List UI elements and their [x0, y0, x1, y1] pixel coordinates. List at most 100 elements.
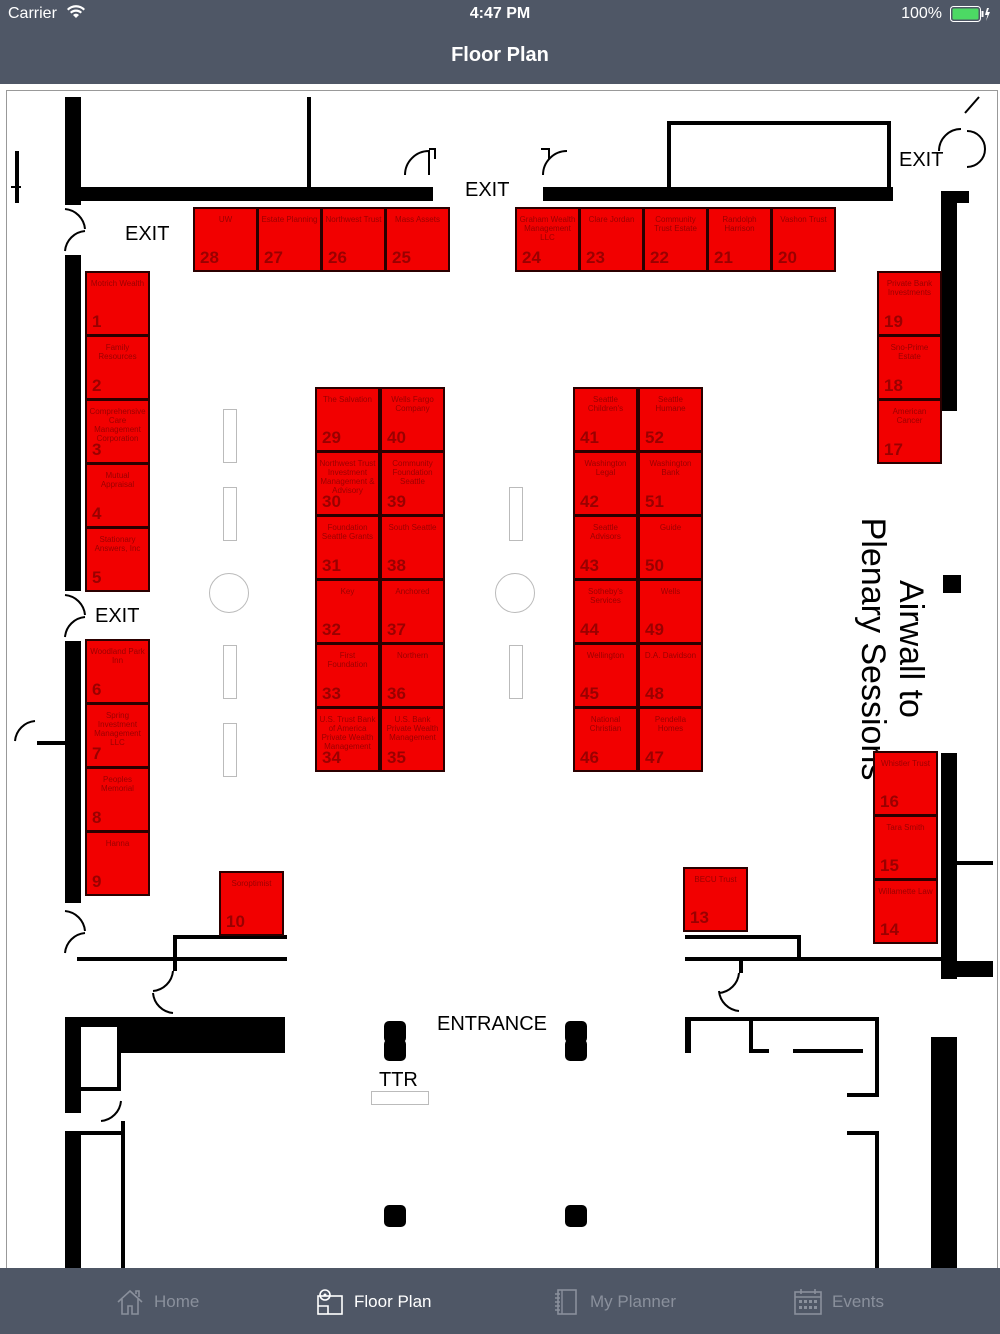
booth-number: 31: [322, 556, 341, 575]
booth-number: 16: [880, 792, 899, 811]
pillar: [565, 1205, 587, 1227]
booth-name: Peoples Memorial: [101, 775, 134, 793]
booth-name: Key: [340, 587, 355, 596]
booth-number: 44: [580, 620, 599, 639]
wall: [65, 641, 81, 903]
wall: [875, 1131, 879, 1269]
booth-name: Seattle Advisors: [590, 523, 621, 541]
tab-floor-plan[interactable]: Floor Plan: [314, 1282, 431, 1322]
booth-name: Washington Bank: [649, 459, 692, 477]
wall: [65, 97, 81, 205]
booth-number: 21: [714, 248, 733, 267]
booth-name: Vashon Trust: [780, 215, 827, 224]
booth-name: Estate Planning: [261, 215, 318, 224]
booth-name: Private Bank Investments: [886, 279, 933, 297]
booth-number: 1: [92, 312, 102, 331]
wall: [887, 121, 891, 201]
wall: [117, 1017, 121, 1091]
planner-icon: [555, 1289, 577, 1315]
booth-number: 18: [884, 376, 903, 395]
booth-number: 48: [645, 684, 664, 703]
wall: [749, 1049, 769, 1053]
wall: [667, 121, 887, 125]
wall: [667, 121, 671, 191]
wifi-icon: [67, 5, 85, 18]
booth-number: 29: [322, 428, 341, 447]
tab-events[interactable]: Events: [792, 1282, 884, 1322]
wall: [685, 957, 945, 961]
planter: [223, 409, 237, 463]
floor-plan-map[interactable]: EXIT EXIT EXIT EXIT ENTRANCE TTR Airwall…: [6, 90, 998, 1270]
wall: [957, 861, 993, 865]
booth-number: 15: [880, 856, 899, 875]
booth-35[interactable]: U.S. Bank Private Wealth Management 35: [380, 707, 445, 772]
exit-label: EXIT: [95, 605, 140, 627]
wall: [77, 957, 287, 961]
booth-number: 35: [387, 748, 406, 767]
tab-home[interactable]: Home: [114, 1282, 199, 1322]
wall: [947, 191, 969, 203]
booth-30[interactable]: Northwest Trust Investment Management & …: [315, 451, 380, 516]
wall: [941, 753, 957, 979]
booth-name: Clare Jordan: [588, 215, 635, 224]
wall: [797, 935, 801, 961]
booth-3[interactable]: Comprehensive Care Management Corporatio…: [85, 399, 150, 464]
booth-34[interactable]: U.S. Trust Bank of America Private Wealt…: [315, 707, 380, 772]
booth-31[interactable]: Foundation Seattle Grants 31: [315, 515, 380, 580]
booth-number: 34: [322, 748, 341, 767]
column: [943, 575, 961, 593]
booth-name: Pendella Homes: [654, 715, 687, 733]
booth-name: Soroptimist: [231, 879, 272, 888]
wall: [121, 1027, 285, 1053]
exit-label: EXIT: [125, 223, 170, 245]
booth-name: U.S. Bank Private Wealth Management: [386, 715, 439, 742]
tab-my-planner[interactable]: My Planner: [550, 1282, 676, 1322]
booth-name: Foundation Seattle Grants: [321, 523, 374, 541]
